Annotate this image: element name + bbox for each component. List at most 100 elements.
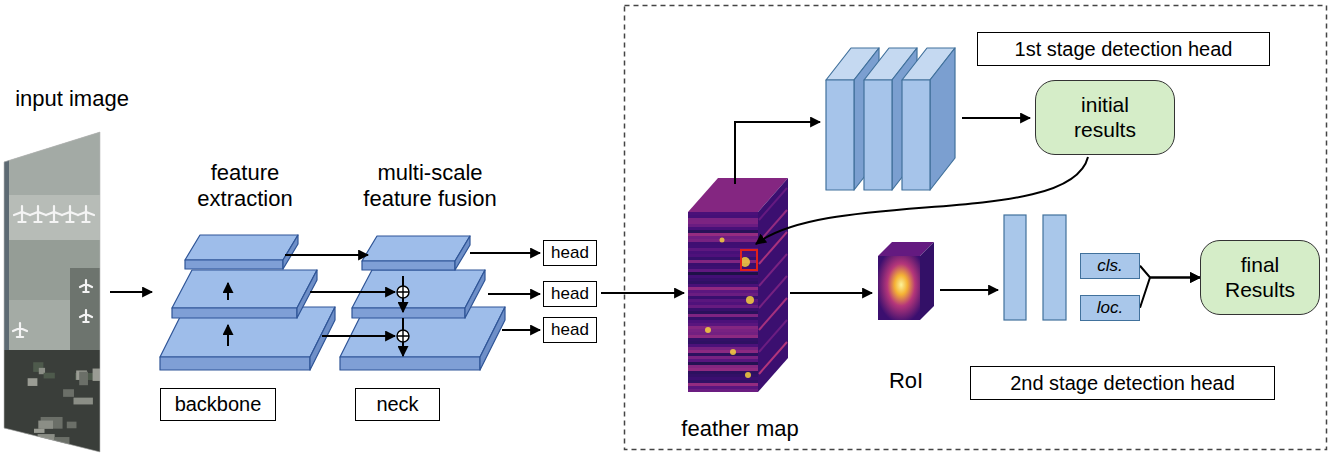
backbone-layer <box>160 307 335 370</box>
feature-map-stripe <box>688 362 758 365</box>
add-cross <box>397 286 409 298</box>
airplane-body <box>14 206 30 222</box>
flow-arrow <box>601 292 684 294</box>
feature-map-stripe <box>688 308 758 311</box>
label-box: neck <box>355 388 440 421</box>
flow-arrow <box>488 293 540 295</box>
ground <box>0 125 105 455</box>
airplane-body <box>30 206 46 222</box>
plate-front <box>352 308 465 318</box>
topdown-arrow <box>402 342 404 356</box>
plate-top <box>160 307 335 357</box>
add-symbol <box>397 286 409 298</box>
feature-map-stripe <box>688 365 758 368</box>
feature-map-stripe <box>688 212 758 215</box>
airplane <box>78 206 94 222</box>
feature-map-stripe <box>688 293 758 296</box>
add-cross <box>397 330 409 342</box>
feature-map-stripe <box>688 347 758 350</box>
box-text: head <box>547 243 593 263</box>
feature-map-stripe <box>688 290 758 293</box>
feature-map-stripe <box>688 314 758 317</box>
feature-map-stripe <box>688 386 758 389</box>
box-text: 2nd stage detection head <box>979 372 1266 395</box>
upsample-arrow <box>227 283 229 300</box>
airplane <box>46 206 62 222</box>
head-box: head <box>543 317 597 343</box>
feature-label: RoI <box>889 368 923 394</box>
building <box>67 422 77 429</box>
plate-top <box>340 307 505 357</box>
feature-map-stripe <box>688 278 758 281</box>
roi-side <box>920 242 934 320</box>
plate-top <box>172 270 317 308</box>
feature-map-stripe <box>688 353 758 356</box>
building <box>54 437 69 444</box>
add-symbol <box>397 330 409 342</box>
head-box: head <box>543 240 597 266</box>
feature-map-stripe <box>688 230 758 233</box>
feature-map-side <box>758 178 788 392</box>
box-text: 1st stage detection head <box>986 38 1261 61</box>
feature-map-stripe <box>688 356 758 359</box>
feature-map-side-stripe <box>759 342 787 374</box>
plate-side <box>283 235 298 269</box>
feature-map-stripe <box>688 245 758 248</box>
lateral-arrow <box>322 335 395 337</box>
result-box: initial results <box>1035 80 1175 155</box>
feature-map-stripe <box>688 227 758 230</box>
feature-map-stripe <box>688 341 758 344</box>
airplane <box>80 310 92 322</box>
feature-map-stripe <box>688 287 758 290</box>
plate-top <box>185 235 298 260</box>
apron <box>0 195 105 240</box>
feature-map-stripe <box>688 254 758 257</box>
plate-side <box>297 270 317 318</box>
airplane <box>80 280 92 292</box>
building <box>79 372 88 386</box>
building <box>93 369 106 381</box>
topdown-line <box>402 318 404 330</box>
box-text: initial results <box>1050 93 1160 141</box>
building <box>34 429 45 433</box>
head-box: head <box>543 281 597 307</box>
feature-label: feather map <box>681 416 798 442</box>
label-box: 2nd stage detection head <box>970 366 1275 400</box>
feature-map-stripe <box>688 275 758 278</box>
roi-box <box>741 250 757 270</box>
plate-front <box>340 357 480 370</box>
feature-map-stripe <box>688 281 758 284</box>
plate-top <box>352 270 485 308</box>
feature-activation <box>730 349 736 355</box>
feature-map-stripe <box>688 251 758 254</box>
plate-side <box>455 236 470 270</box>
conv-side <box>930 48 955 190</box>
lateral-arrow <box>310 291 395 293</box>
fc-layer <box>1004 215 1026 320</box>
airplane <box>14 206 30 222</box>
box-text: head <box>547 284 593 304</box>
box-text: head <box>547 320 593 340</box>
feature-activation <box>746 296 754 304</box>
plate-front <box>185 260 283 269</box>
airplane <box>13 323 27 337</box>
city <box>0 350 105 455</box>
feature-map-stripe <box>688 368 758 371</box>
flow-arrow <box>940 289 998 291</box>
connector-arrow <box>1140 266 1200 278</box>
upsample-arrow <box>227 325 229 346</box>
building <box>73 398 92 405</box>
airplane <box>30 206 46 222</box>
airplane-body <box>78 206 94 222</box>
output-box: cls. <box>1080 253 1140 279</box>
airplane-body <box>62 206 78 222</box>
add-circle <box>397 286 409 298</box>
conv-front <box>902 80 930 190</box>
building <box>63 389 74 397</box>
neck-layer <box>352 270 485 318</box>
box-text: cls. <box>1084 256 1136 276</box>
plate-front <box>160 357 310 370</box>
plate-side <box>465 270 485 318</box>
satellite-image <box>0 125 105 455</box>
plate-side <box>480 307 505 370</box>
